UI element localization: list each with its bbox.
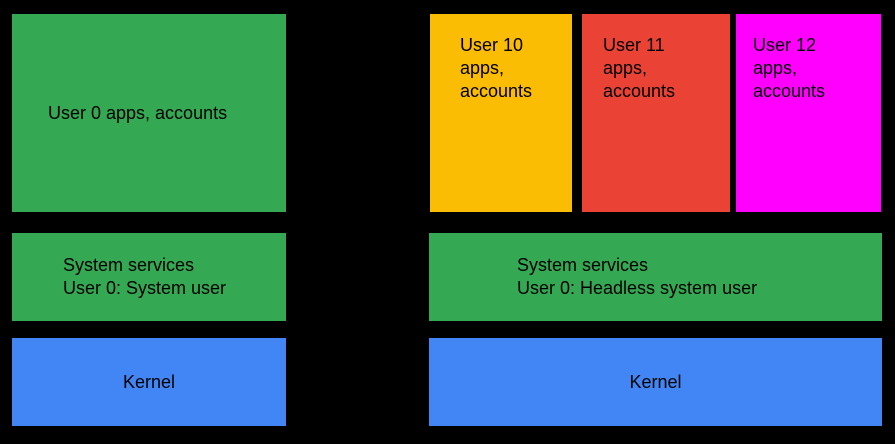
left-system-services-box: System services User 0: System user	[12, 233, 286, 321]
right-system-services-line1: System services	[517, 255, 649, 275]
right-system-services-text: System services User 0: Headless system …	[517, 254, 757, 300]
left-system-services-text: System services User 0: System user	[63, 254, 226, 300]
right-user10-line1: User 10	[460, 35, 524, 55]
right-user10-line3: accounts	[460, 81, 533, 101]
left-system-services-line2: User 0: System user	[63, 278, 227, 298]
left-user0-apps-label: User 0 apps, accounts	[48, 102, 228, 123]
left-kernel-label: Kernel	[122, 371, 176, 392]
right-user12-line2: apps,	[753, 58, 798, 78]
left-system-services-line1: System services	[63, 255, 195, 275]
right-user11-line2: apps,	[603, 58, 648, 78]
right-user11-apps-box: User 11 apps, accounts	[582, 14, 730, 212]
right-user11-apps-text: User 11 apps, accounts	[603, 34, 675, 212]
right-user12-line3: accounts	[753, 81, 826, 101]
left-kernel-box: Kernel	[12, 338, 286, 426]
right-user10-apps-text: User 10 apps, accounts	[460, 34, 532, 212]
right-kernel-label: Kernel	[629, 371, 682, 392]
right-system-services-box: System services User 0: Headless system …	[429, 233, 882, 321]
right-user11-line1: User 11	[603, 35, 665, 55]
right-user12-apps-text: User 12 apps, accounts	[753, 34, 825, 212]
right-user10-apps-box: User 10 apps, accounts	[430, 14, 572, 212]
right-user12-line1: User 12	[753, 35, 817, 55]
right-kernel-box: Kernel	[429, 338, 882, 426]
right-user12-apps-box: User 12 apps, accounts	[736, 14, 881, 212]
right-user11-line3: accounts	[603, 81, 676, 101]
right-user10-line2: apps,	[460, 58, 505, 78]
right-system-services-line2: User 0: Headless system user	[517, 278, 758, 298]
left-user0-apps-box: User 0 apps, accounts	[12, 14, 286, 212]
